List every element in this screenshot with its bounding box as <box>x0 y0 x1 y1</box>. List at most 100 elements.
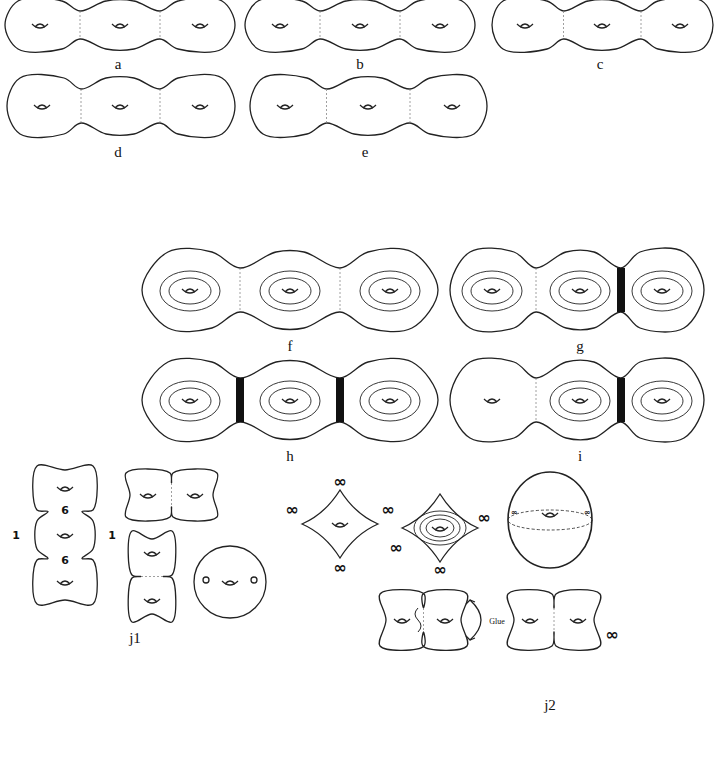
panel-label: c <box>597 57 604 72</box>
handle-hole <box>570 619 586 623</box>
handle-hole <box>672 24 688 28</box>
curve-label: ∞ <box>333 560 346 576</box>
handle-hole <box>144 599 160 603</box>
handle-hole <box>360 105 376 109</box>
handle-hole <box>654 399 670 403</box>
cut-curve <box>536 268 537 312</box>
curve-ring <box>414 511 466 545</box>
cut-curve <box>641 11 642 39</box>
handle-hole <box>285 289 295 292</box>
curve-ring <box>369 388 411 414</box>
surface-outline <box>128 531 176 623</box>
cut-curve <box>340 268 341 312</box>
curve-ring <box>360 381 420 421</box>
handle-hole <box>597 24 607 27</box>
curve-label: 6 <box>61 505 69 516</box>
handle-hole <box>487 399 497 402</box>
handle-hole <box>484 399 500 403</box>
disc-outline <box>194 546 266 618</box>
curve-ring <box>260 381 320 421</box>
handle-hole <box>32 24 48 28</box>
cut-curve <box>410 89 411 123</box>
handle-hole <box>60 581 70 584</box>
handle-hole <box>657 289 667 292</box>
curve-ring <box>169 388 211 414</box>
arrow-head <box>466 600 475 640</box>
handle-hole <box>572 399 588 403</box>
handle-hole <box>112 105 128 109</box>
handle-hole <box>575 399 585 402</box>
handle-hole <box>182 289 198 293</box>
handle-hole <box>522 619 538 623</box>
handle-hole <box>195 105 205 108</box>
curve-ring <box>471 278 513 304</box>
handle-hole <box>57 581 73 585</box>
handle-hole <box>573 619 583 622</box>
handle-hole <box>115 105 125 108</box>
cut-curve <box>536 378 537 422</box>
handle-hole <box>520 24 530 27</box>
panel-label: a <box>115 57 122 72</box>
cut-curve <box>400 11 401 39</box>
handle-hole <box>282 399 298 403</box>
cut-curve <box>320 11 321 39</box>
cut-curve <box>326 89 327 123</box>
handle-hole <box>382 289 398 293</box>
handle-hole <box>112 24 128 28</box>
curve-label: ∞ <box>381 502 394 518</box>
handle-hole <box>57 487 73 491</box>
handle-hole <box>275 24 285 27</box>
handle-hole <box>385 289 395 292</box>
curve-ring <box>641 278 683 304</box>
thick-band <box>617 268 625 312</box>
handle-hole <box>675 24 685 27</box>
surface-outline <box>142 358 438 441</box>
surface-outline <box>507 590 601 651</box>
thick-band <box>617 378 625 422</box>
surface-outline <box>7 74 235 137</box>
handle-hole <box>435 24 445 27</box>
cut-curve <box>160 89 161 123</box>
surface-outline <box>142 248 438 331</box>
handle-hole <box>190 494 200 497</box>
curve-ring <box>269 278 311 304</box>
curve-label: 6 <box>61 555 69 566</box>
panel-label: f <box>288 339 293 354</box>
curve-ring <box>462 271 522 311</box>
handle-hole <box>37 105 47 108</box>
surface-outline <box>125 469 218 521</box>
handle-hole <box>487 289 497 292</box>
handle-hole <box>654 289 670 293</box>
handle-hole <box>187 494 203 498</box>
handle-hole <box>572 289 588 293</box>
handle-hole <box>437 619 453 623</box>
curve-label: ∞ <box>433 562 446 578</box>
curve-ring <box>550 381 610 421</box>
panel-label: g <box>576 339 584 354</box>
curve-label: ∞ <box>333 474 346 490</box>
handle-hole <box>542 513 558 517</box>
handle-hole <box>57 534 73 538</box>
handle-hole <box>185 289 195 292</box>
surface-outline <box>492 0 713 52</box>
curve-label: 1 <box>12 530 20 541</box>
curve-ring <box>632 271 692 311</box>
curve-ring <box>641 388 683 414</box>
panel-label: b <box>356 57 364 72</box>
curve-ring <box>160 271 220 311</box>
curve-label: 1 <box>108 530 116 541</box>
handle-hole <box>435 527 445 530</box>
curve-ring <box>160 381 220 421</box>
seam-curve <box>415 608 421 632</box>
puncture <box>203 577 209 583</box>
handle-hole <box>355 24 365 27</box>
handle-hole <box>185 399 195 402</box>
handle-hole <box>147 599 157 602</box>
panel-label: j1 <box>129 631 141 646</box>
handle-hole <box>332 523 348 527</box>
sphere-outline <box>508 472 592 568</box>
panel-label: j2 <box>544 698 556 713</box>
handle-hole <box>144 552 160 556</box>
